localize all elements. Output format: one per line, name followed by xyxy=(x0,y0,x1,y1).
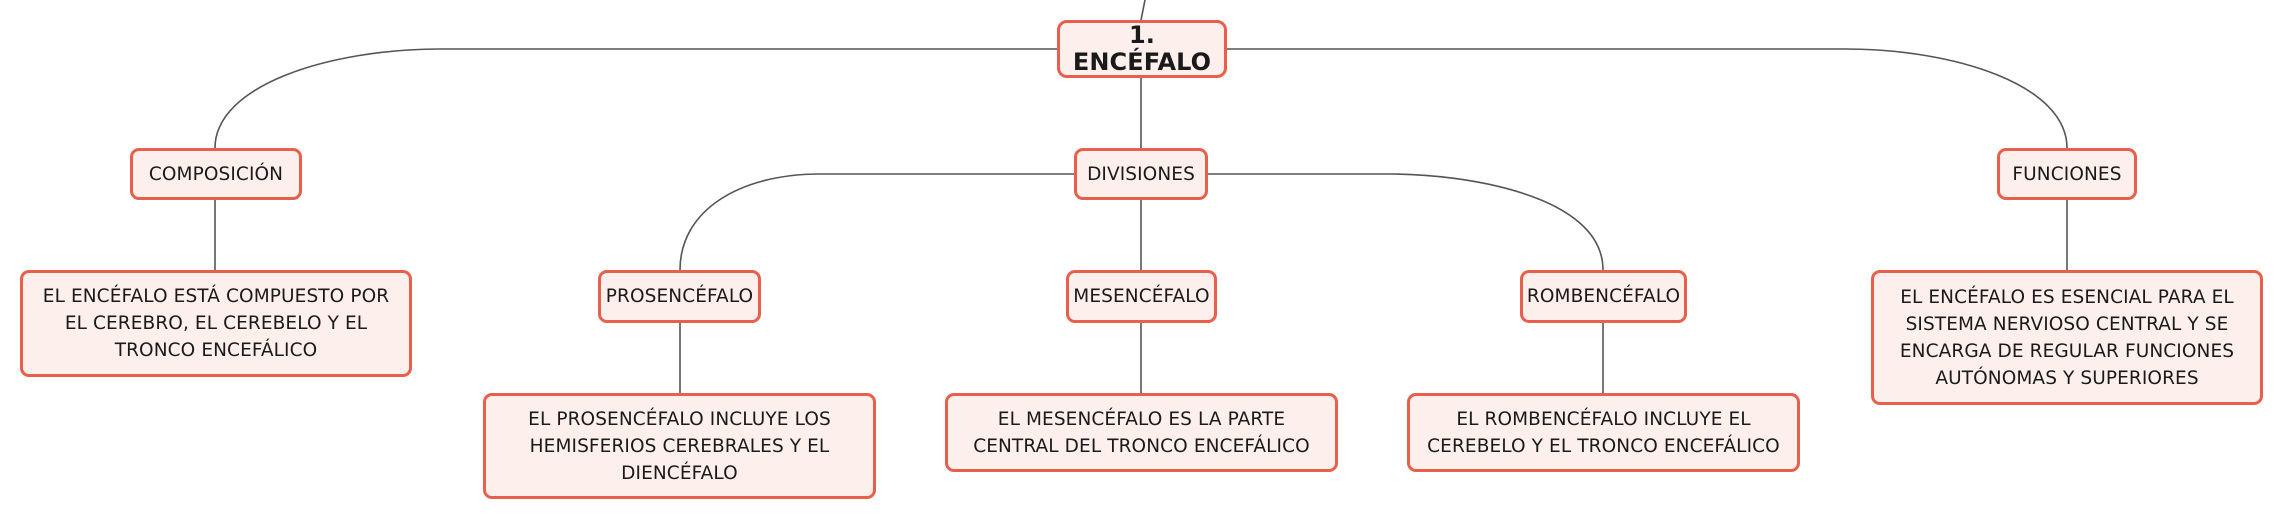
funciones-label: FUNCIONES xyxy=(2012,163,2122,185)
connector-root-composicion xyxy=(214,48,1057,149)
prosencefalo-description: EL PROSENCÉFALO INCLUYE LOS HEMISFERIOS … xyxy=(528,408,831,484)
rombencefalo-label: ROMBENCÉFALO xyxy=(1526,286,1681,307)
composicion-description-node[interactable]: EL ENCÉFALO ESTÁ COMPUESTO POR EL CEREBR… xyxy=(20,270,412,377)
prosencefalo-description-node[interactable]: EL PROSENCÉFALO INCLUYE LOS HEMISFERIOS … xyxy=(483,393,876,499)
composicion-label: COMPOSICIÓN xyxy=(148,163,284,185)
funciones-node[interactable]: FUNCIONES xyxy=(1997,148,2137,200)
composicion-node[interactable]: COMPOSICIÓN xyxy=(130,148,302,200)
rombencefalo-description: EL ROMBENCÉFALO INCLUYE EL CEREBELO Y EL… xyxy=(1427,408,1780,457)
divisiones-node[interactable]: DIVISIONES xyxy=(1074,148,1208,200)
prosencefalo-node[interactable]: PROSENCÉFALO xyxy=(598,270,761,323)
prosencefalo-label: PROSENCÉFALO xyxy=(605,286,754,307)
mesencefalo-node[interactable]: MESENCÉFALO xyxy=(1066,270,1217,323)
mesencefalo-label: MESENCÉFALO xyxy=(1073,286,1210,307)
connector-divisiones-rombencefalo xyxy=(1208,173,1604,271)
connector-parent-root xyxy=(1140,0,1146,21)
mesencefalo-description: EL MESENCÉFALO ES LA PARTE CENTRAL DEL T… xyxy=(973,408,1310,457)
funciones-description-node[interactable]: EL ENCÉFALO ES ESENCIAL PARA EL SISTEMA … xyxy=(1871,270,2263,405)
mesencefalo-description-node[interactable]: EL MESENCÉFALO ES LA PARTE CENTRAL DEL T… xyxy=(945,393,1338,472)
connector-divisiones-prosencefalo xyxy=(679,173,1074,271)
rombencefalo-node[interactable]: ROMBENCÉFALO xyxy=(1520,270,1687,323)
root-topic-label: 1. ENCÉFALO xyxy=(1072,21,1212,76)
connector-root-funciones xyxy=(1227,48,2068,149)
funciones-description: EL ENCÉFALO ES ESENCIAL PARA EL SISTEMA … xyxy=(1899,286,2235,389)
composicion-description: EL ENCÉFALO ESTÁ COMPUESTO POR EL CEREBR… xyxy=(42,286,390,361)
divisiones-label: DIVISIONES xyxy=(1087,163,1195,185)
rombencefalo-description-node[interactable]: EL ROMBENCÉFALO INCLUYE EL CEREBELO Y EL… xyxy=(1407,393,1800,472)
root-topic-node[interactable]: 1. ENCÉFALO xyxy=(1057,20,1227,78)
